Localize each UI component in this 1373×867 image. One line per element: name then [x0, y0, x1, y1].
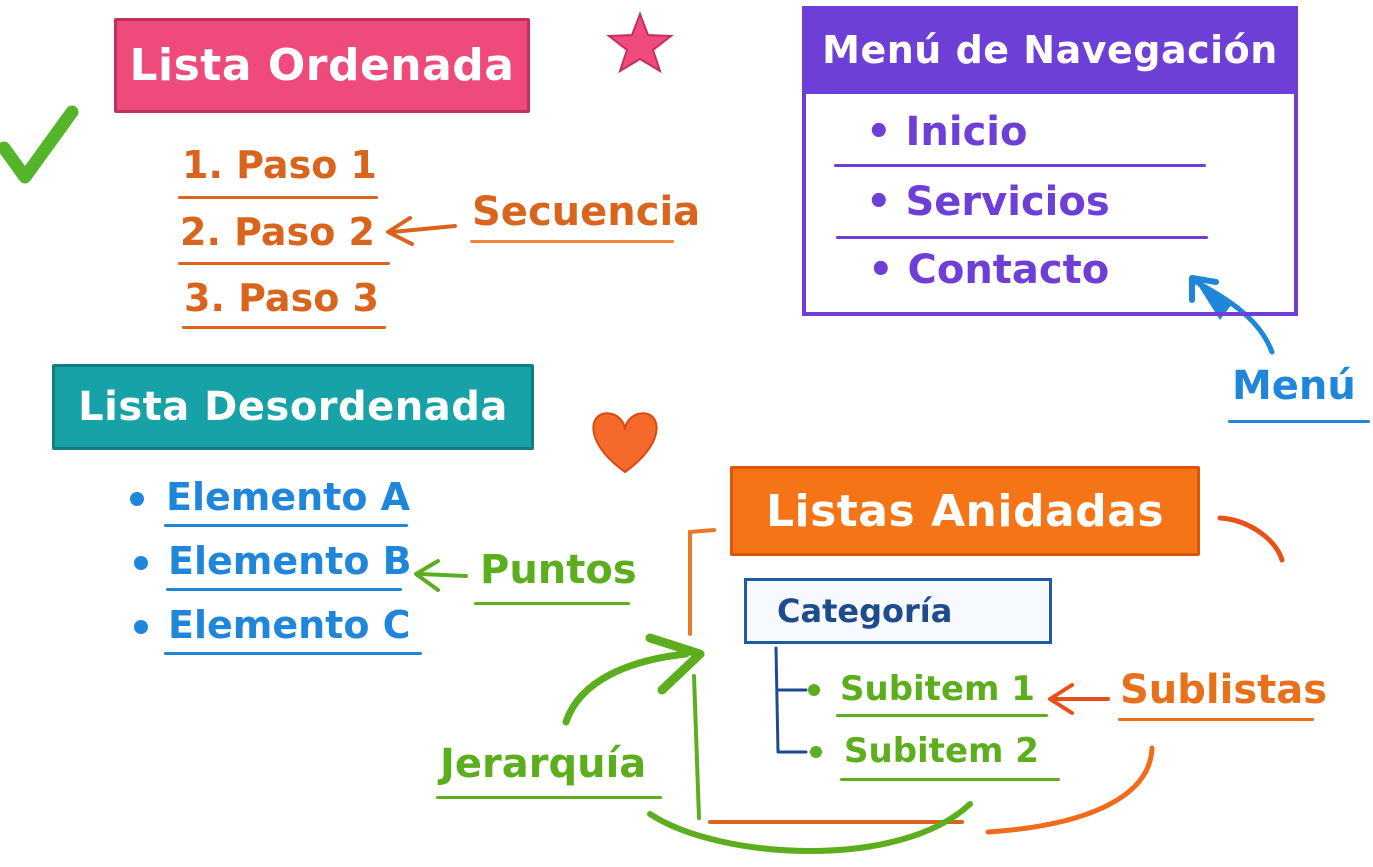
nav-menu-title: Menú de Navegación [802, 6, 1298, 94]
sublistas-underline [1118, 718, 1314, 721]
bullet-icon [134, 556, 148, 570]
unordered-list-title: Lista Desordenada [52, 364, 534, 450]
puntos-label: Puntos [480, 547, 637, 593]
unordered-item-b: Elemento B [168, 539, 412, 583]
secuencia-arrow [390, 224, 457, 234]
nested-list-title-text: Listas Anidadas [765, 485, 1165, 537]
bullet-icon [810, 746, 822, 758]
ordered-list-title-text: Lista Ordenada [129, 40, 515, 91]
unordered-item-c: Elemento C [168, 603, 411, 647]
puntos-underline [474, 602, 630, 605]
nested-list-title: Listas Anidadas [730, 466, 1200, 556]
puntos-arrow [418, 572, 468, 578]
category-box: Categoría [744, 578, 1052, 644]
unordered-item-c-underline [164, 652, 422, 655]
bullet-icon [808, 684, 820, 696]
heart-icon [592, 412, 658, 474]
tree-connector [774, 646, 808, 754]
secuencia-label: Secuencia [472, 189, 701, 235]
unordered-item-b-underline [166, 588, 402, 591]
unordered-list-title-text: Lista Desordenada [78, 384, 508, 430]
ordered-item-3: 3. Paso 3 [184, 276, 379, 320]
ordered-item-3-underline [182, 326, 386, 329]
bullet-icon [130, 492, 144, 506]
secuencia-underline [470, 240, 674, 243]
checkmark-icon [0, 105, 79, 184]
jerarquia-label: Jerarquía [440, 741, 647, 787]
ordered-item-1-underline [178, 196, 378, 199]
sublistas-label: Sublistas [1120, 667, 1328, 713]
subitem-2-underline [840, 778, 1060, 781]
nested-bracket [688, 528, 716, 636]
nav-item-servicios[interactable]: • Servicios [866, 179, 1110, 225]
category-label: Categoría [777, 592, 953, 630]
nav-item-inicio-underline [834, 164, 1206, 167]
subitem-2: Subitem 2 [844, 731, 1039, 771]
ordered-item-2-underline [178, 262, 390, 265]
nav-item-inicio[interactable]: • Inicio [866, 109, 1028, 155]
menu-arrow [1193, 279, 1275, 355]
menu-underline [1228, 420, 1370, 423]
ordered-item-2: 2. Paso 2 [180, 210, 375, 254]
subitem-1-underline [836, 714, 1048, 717]
star-icon [606, 11, 674, 74]
bullet-icon [134, 620, 148, 634]
jerarquia-arrow [562, 650, 690, 726]
ordered-list-title: Lista Ordenada [114, 18, 530, 113]
ordered-item-1: 1. Paso 1 [182, 143, 377, 187]
unordered-item-a: Elemento A [166, 475, 411, 519]
nav-item-servicios-underline [836, 236, 1208, 239]
subitem-1: Subitem 1 [840, 669, 1035, 709]
menu-label: Menú [1232, 363, 1356, 409]
nav-item-contacto[interactable]: • Contacto [868, 247, 1110, 293]
unordered-item-a-underline [164, 524, 408, 527]
nav-menu-title-text: Menú de Navegación [822, 28, 1278, 72]
jerarquia-underline [436, 796, 662, 799]
